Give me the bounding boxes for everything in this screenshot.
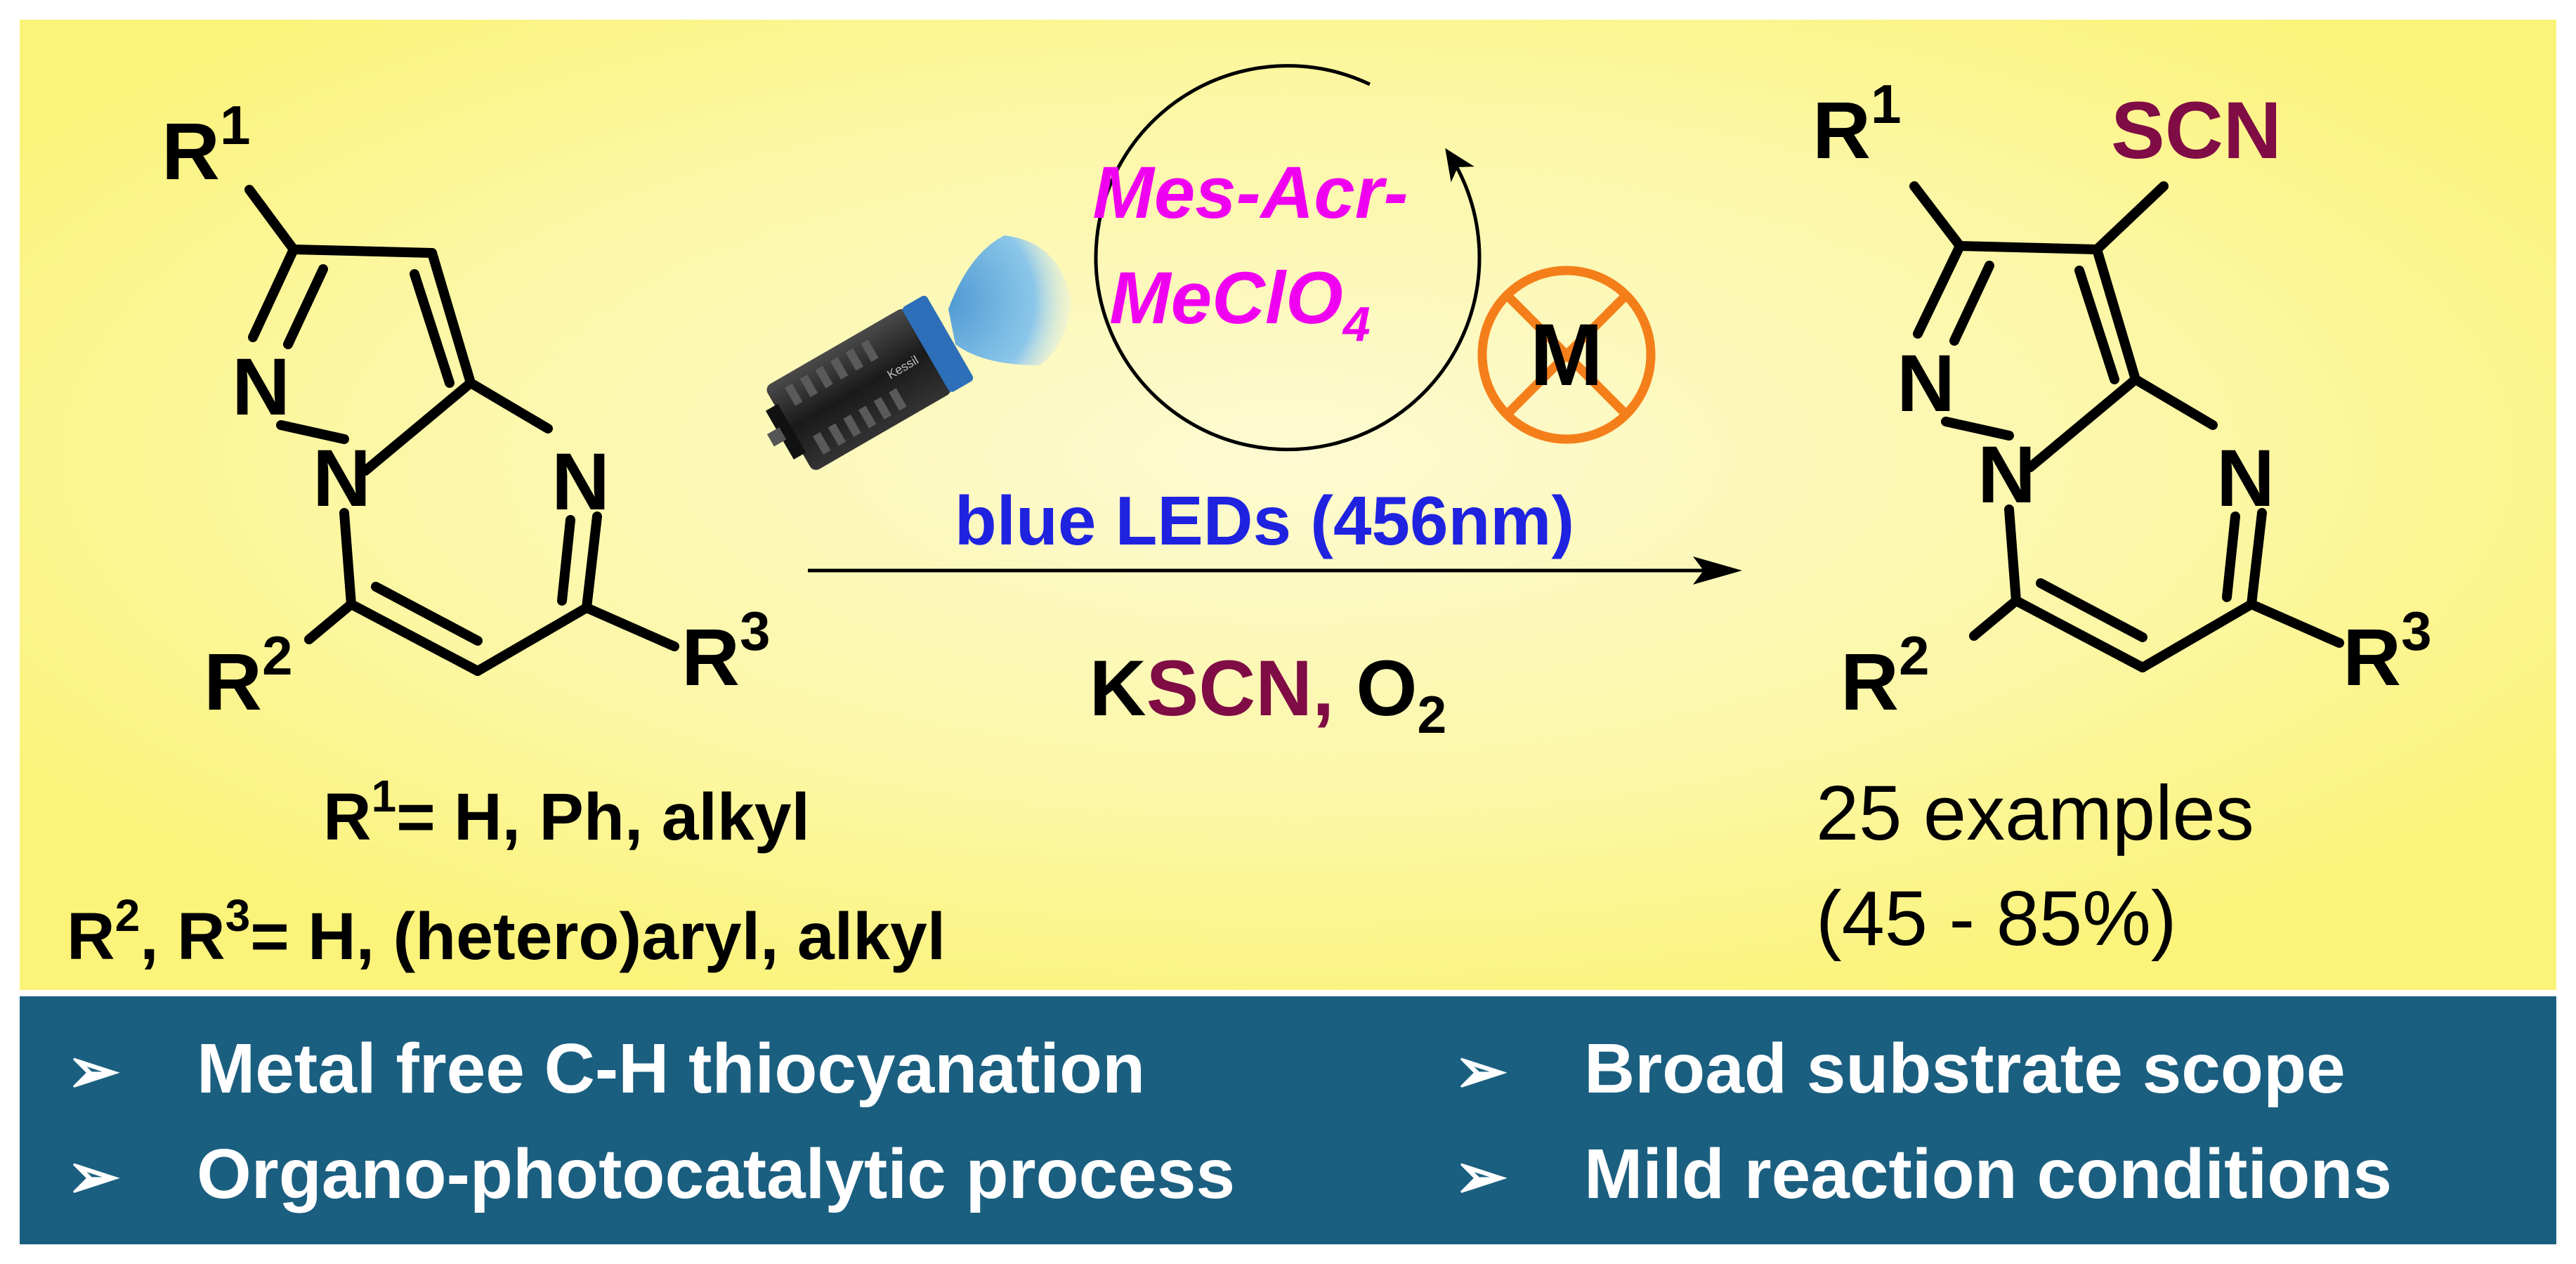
reactant-r2-label: R: [204, 637, 262, 727]
reactant-r3-label: R: [681, 613, 740, 703]
svg-text:R2: R2: [204, 625, 292, 727]
product-r3-sup: 3: [2401, 600, 2431, 662]
svg-text:R3: R3: [681, 600, 770, 703]
feature-list: ➢ Metal free C-H thiocyanation ➢ Organo-…: [67, 1029, 2392, 1213]
reaction-arrow-head: [1693, 556, 1742, 585]
reactant-r1-sup: 1: [220, 94, 250, 156]
svg-text:R2: R2: [1841, 625, 1929, 727]
reactant-r3-sup: 3: [740, 600, 770, 662]
product-r1-sup: 1: [1871, 73, 1901, 135]
feature-bullet: ➢: [67, 1142, 120, 1212]
product-structure: [1909, 181, 2344, 672]
metal-symbol: M: [1530, 306, 1603, 404]
feature-bullet: ➢: [67, 1036, 120, 1107]
catalytic-cycle-circle: [1094, 64, 1482, 452]
product-atom-labels: R1 SCN N N N R2 R3: [1812, 73, 2431, 727]
feature-bullet: ➢: [1454, 1036, 1508, 1107]
product-scn-group: SCN: [2111, 86, 2282, 176]
example-count: 25 examples: [1816, 770, 2254, 856]
feature-banner: [20, 996, 2556, 1244]
reactant-structure: [244, 185, 679, 676]
led-lamp-icon: Kessil: [765, 235, 1071, 470]
reactant-n-atom: N: [551, 437, 610, 527]
svg-text:R3: R3: [2343, 600, 2431, 703]
light-beam: [948, 235, 1071, 365]
product-r2-label: R: [1841, 637, 1899, 727]
product-r3-label: R: [2343, 613, 2401, 703]
feature-item: Mild reaction conditions: [1584, 1135, 2392, 1213]
product-r1-label: R: [1812, 86, 1871, 176]
reactant-r2-sup: 2: [262, 625, 292, 686]
reagent-condition: KSCN, O2: [1090, 644, 1446, 744]
product-n-atom: N: [2216, 434, 2275, 523]
svg-text:R1: R1: [1812, 73, 1901, 176]
svg-text:R1: R1: [162, 94, 250, 197]
feature-item: Broad substrate scope: [1584, 1029, 2346, 1108]
yield-range: (45 - 85%): [1816, 875, 2177, 962]
product-n-atom: N: [1977, 430, 2036, 520]
catalyst-name-line2: MeClO4: [1109, 257, 1370, 351]
yellow-panel: [20, 20, 2556, 990]
reactant-n-atom: N: [232, 342, 290, 432]
feature-bullet: ➢: [1454, 1142, 1508, 1212]
product-r2-sup: 2: [1899, 625, 1929, 686]
product-n-atom: N: [1897, 339, 1955, 429]
light-condition: blue LEDs (456nm): [955, 482, 1574, 559]
feature-item: Organo-photocatalytic process: [197, 1135, 1235, 1213]
reactant-r1-label: R: [162, 107, 220, 197]
metal-free-icon: M: [1477, 266, 1656, 444]
reactant-n-atom: N: [313, 434, 371, 523]
catalyst-name-line1: Mes-Acr-: [1092, 152, 1408, 234]
catalytic-cycle: Mes-Acr- MeClO4: [1092, 64, 1482, 452]
substituent-r2-r3-definition: R2, R3= H, (hetero)aryl, alkyl: [67, 890, 946, 974]
reactant-atom-labels: R1 N N N R2 R3: [162, 94, 770, 727]
substituent-r1-definition: R1= H, Ph, alkyl: [323, 771, 810, 854]
feature-item: Metal free C-H thiocyanation: [197, 1029, 1145, 1108]
